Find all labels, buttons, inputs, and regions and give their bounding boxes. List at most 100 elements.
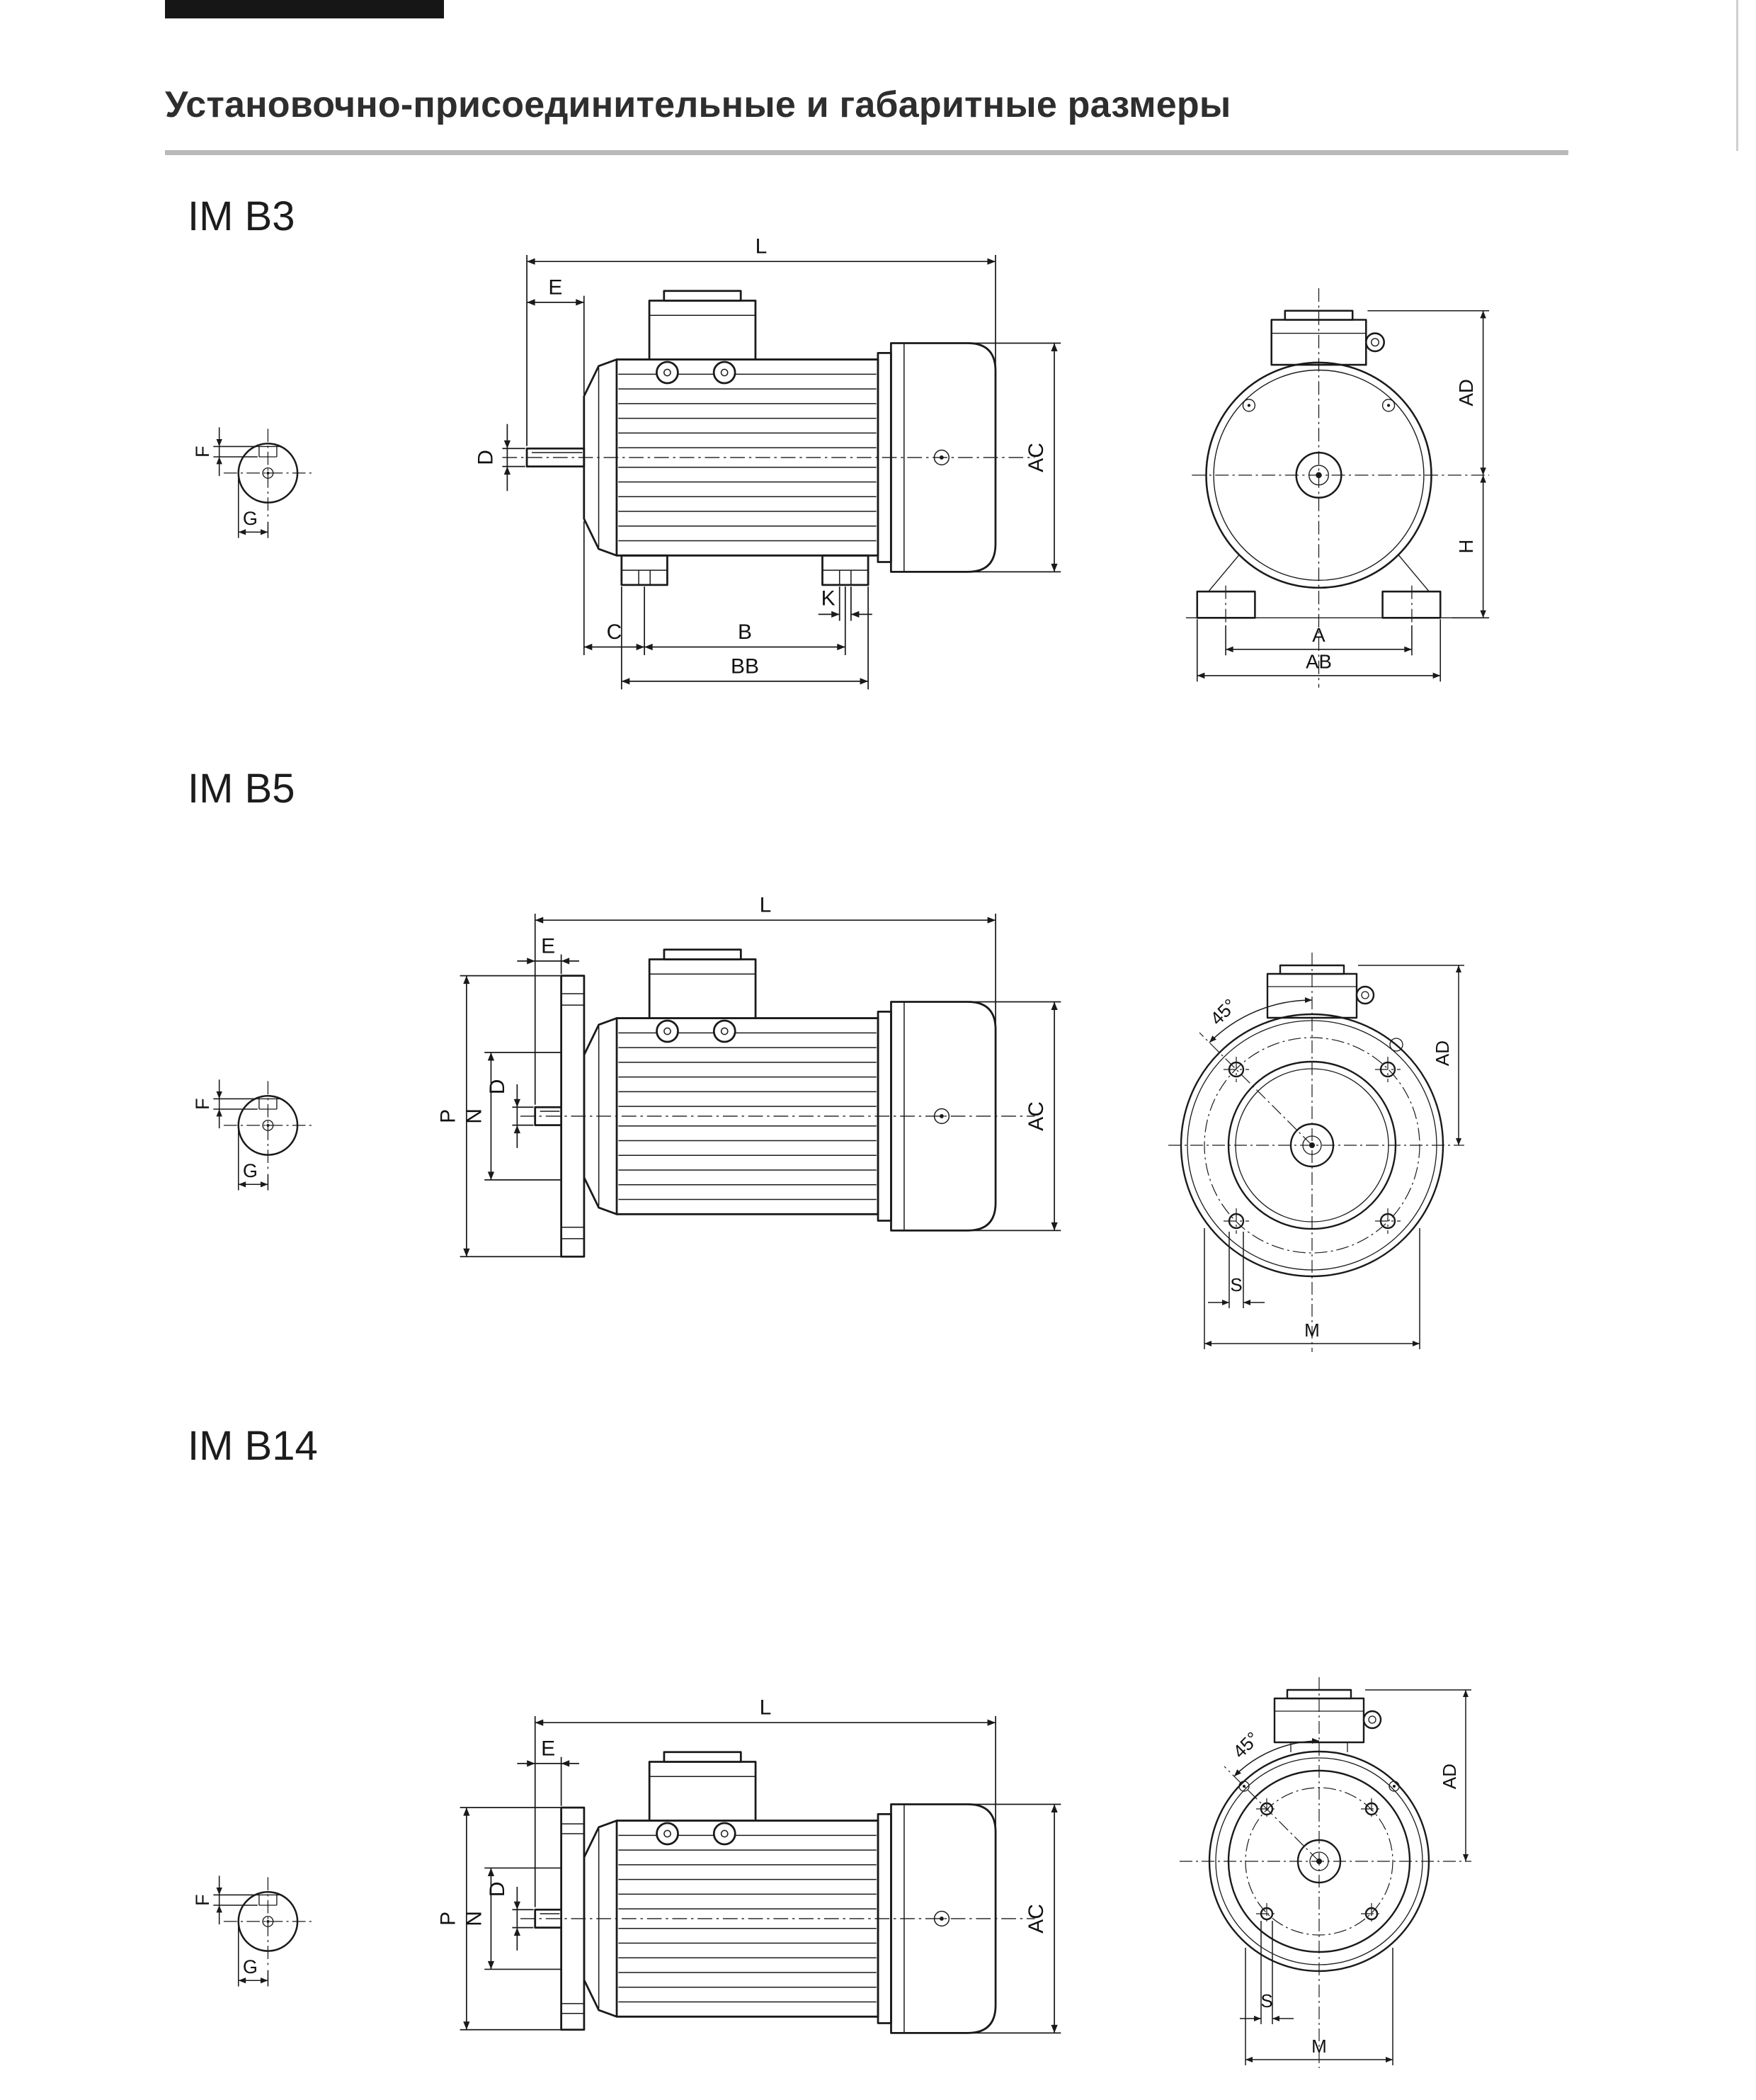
b5-dim-F: F [191,1098,213,1110]
b14-flange-view-drawing: 45° AD S M [1180,1677,1471,2068]
dim-F: F [191,1079,258,1129]
b3-dim-H: H [1455,540,1477,554]
b3-dim-AD: AD [1455,379,1477,406]
dim-P: P [437,975,561,1258]
b3-dim-L: L [756,235,768,259]
terminal-box [648,1751,757,1822]
dim-E: E [527,276,585,395]
b3-shaft-end-view-drawing: F G [191,427,312,538]
page-edge-line [1736,0,1738,151]
flange-bolt-holes [1256,1798,1382,1924]
b14-dim-angle: 45° [1228,1727,1263,1762]
front-centerlines [1180,1677,1471,2068]
b14-dim-AC: AC [1025,1904,1048,1934]
front-centerlines [1168,953,1464,1352]
b5-flange-view-drawing: 45° AD S M [1168,953,1464,1352]
terminal-box [648,290,757,361]
terminal-box-front [1270,310,1385,366]
title-underline [165,150,1568,155]
b3-dim-C: C [607,620,622,644]
dim-L: L [526,235,996,446]
dim-S: S [1240,1921,1294,2024]
shaft-end-centerlines [223,428,312,521]
dim-D: D [486,1079,534,1148]
b5-dim-M: M [1304,1319,1320,1341]
shaft-end-centerlines [223,1081,312,1173]
eye-bolts [656,361,736,385]
dim-M: M [1204,1228,1420,1349]
b5-dim-E: E [541,934,555,958]
dim-AD: AD [1367,310,1490,475]
dim-C-B: C B [583,521,846,655]
terminal-box-front [1273,1688,1382,1752]
b14-dim-F: F [191,1894,213,1906]
b3-dim-K: K [821,587,836,611]
front-centerlines [1192,288,1490,688]
dim-AD: AD [1365,1689,1471,1861]
dim-AB: AB [1196,619,1442,682]
dim-D: D [474,424,525,492]
b5-shaft-end-view-drawing: F G [191,1079,312,1191]
terminal-box [648,948,757,1019]
eye-bolts [656,1822,736,1846]
b5-dim-AD: AD [1432,1040,1453,1066]
b14-dim-D: D [486,1882,509,1897]
b14-dim-E: E [541,1737,555,1760]
b3-side-view-drawing: L E D AC K [474,235,1061,690]
eye-bolts [656,1019,736,1043]
flange-bolt-holes [1224,1057,1401,1234]
b3-dim-AC: AC [1025,443,1048,472]
b3-dim-A: A [1312,624,1325,646]
shaft-end-centerlines [223,1877,312,1969]
dim-H: H [1452,475,1490,619]
b5-dim-L: L [760,894,772,917]
b14-dim-L: L [760,1696,772,1720]
b5-dim-AC: AC [1025,1101,1048,1131]
b14-dim-AD: AD [1439,1764,1460,1789]
b3-dim-F: F [191,445,213,458]
b5-dim-P: P [437,1109,460,1123]
dim-AC: AC [971,342,1061,573]
feet-front [1185,554,1452,624]
b14-dim-G: G [243,1956,258,1977]
dim-AC: AC [971,1803,1061,2034]
dim-M: M [1245,1948,1393,2065]
b3-dim-BB: BB [731,654,759,678]
b3-dim-D: D [474,450,498,465]
dim-E: E [517,934,579,975]
b5-dim-angle: 45° [1206,994,1241,1029]
dim-BB: BB [620,586,869,690]
dim-F: F [191,427,258,477]
b3-dim-E: E [548,276,562,299]
terminal-box-front [1266,964,1375,1019]
dim-L: L [534,1696,996,1907]
dim-D: D [486,1882,534,1951]
b14-dim-P: P [437,1912,460,1926]
b5-dim-D: D [486,1079,509,1095]
dim-S: S [1208,1232,1265,1308]
b3-front-view-drawing: AD H A AB [1185,288,1490,688]
dim-AD: AD [1358,965,1464,1145]
b14-dim-M: M [1311,2036,1327,2057]
dim-G: G [237,477,269,538]
b3-dim-AB: AB [1306,650,1332,672]
b3-dim-B: B [738,620,752,644]
dim-E: E [517,1737,579,1806]
dim-P: P [437,1807,561,2031]
b5-dim-S: S [1230,1274,1242,1295]
dim-A: A [1225,624,1413,656]
dim-L: L [534,894,996,1105]
dim-AC: AC [971,1001,1061,1232]
b14-shaft-end-view-drawing: F G [191,1875,312,1987]
feet [620,554,870,586]
dim-K: K [818,586,872,621]
b5-dim-G: G [243,1159,258,1181]
section-label-b14: IM B14 [188,1423,318,1469]
header-bar [165,0,444,18]
b3-dim-G: G [243,507,258,529]
section-label-b5: IM B5 [188,766,295,812]
section-label-b3: IM B3 [188,193,295,239]
dim-F: F [191,1875,258,1925]
b14-side-view-drawing: L E D N P [437,1696,1061,2034]
